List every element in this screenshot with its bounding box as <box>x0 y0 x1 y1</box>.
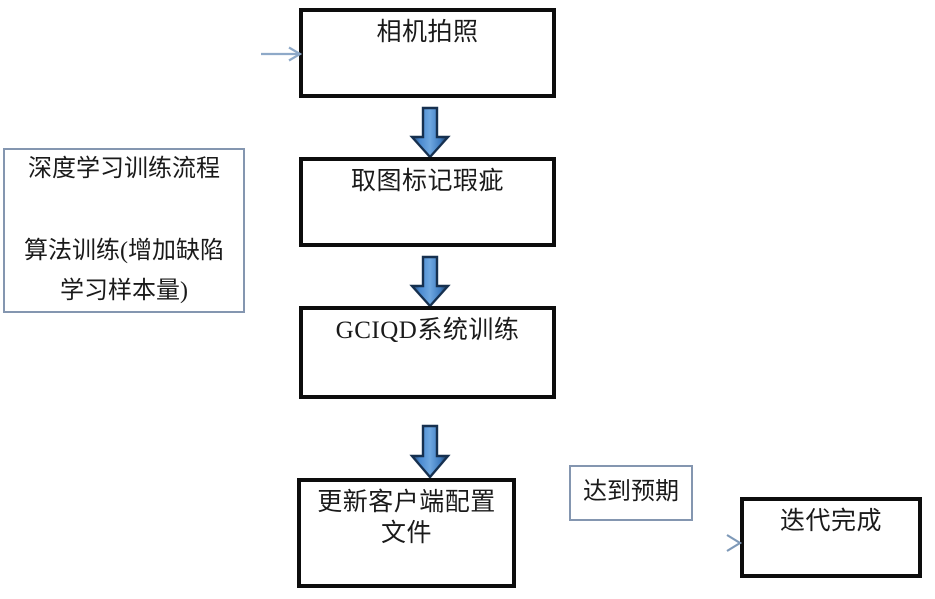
down-block-arrow-3 <box>409 424 451 479</box>
completion-arrow <box>508 530 748 558</box>
camera-capture-box-label: 相机拍照 <box>376 19 479 46</box>
deep-learning-training-note-label: 深度学习训练流程 算法训练(增加缺陷 学习样本量) <box>24 155 224 305</box>
gciqd-system-training-box: GCIQD系统训练 <box>299 306 556 399</box>
iteration-complete-box-label: 迭代完成 <box>779 508 882 535</box>
camera-capture-box: 相机拍照 <box>299 8 556 98</box>
gciqd-system-training-box-label: GCIQD系统训练 <box>335 317 520 344</box>
condition-label-expected: 达到预期 <box>569 465 693 521</box>
down-block-arrow-2 <box>409 255 451 308</box>
condition-label-expected-text: 达到预期 <box>583 479 679 506</box>
image-defect-marking-box: 取图标记瑕疵 <box>299 157 556 247</box>
iteration-complete-box: 迭代完成 <box>740 497 922 578</box>
down-block-arrow-1 <box>409 106 451 159</box>
deep-learning-training-note: 深度学习训练流程 算法训练(增加缺陷 学习样本量) <box>3 148 245 313</box>
update-client-config-file-box-label: 更新客户端配置 文件 <box>317 489 496 547</box>
image-defect-marking-box-label: 取图标记瑕疵 <box>350 168 504 195</box>
update-client-config-file-box: 更新客户端配置 文件 <box>297 478 516 588</box>
feedback-loop-arrow <box>258 44 308 534</box>
